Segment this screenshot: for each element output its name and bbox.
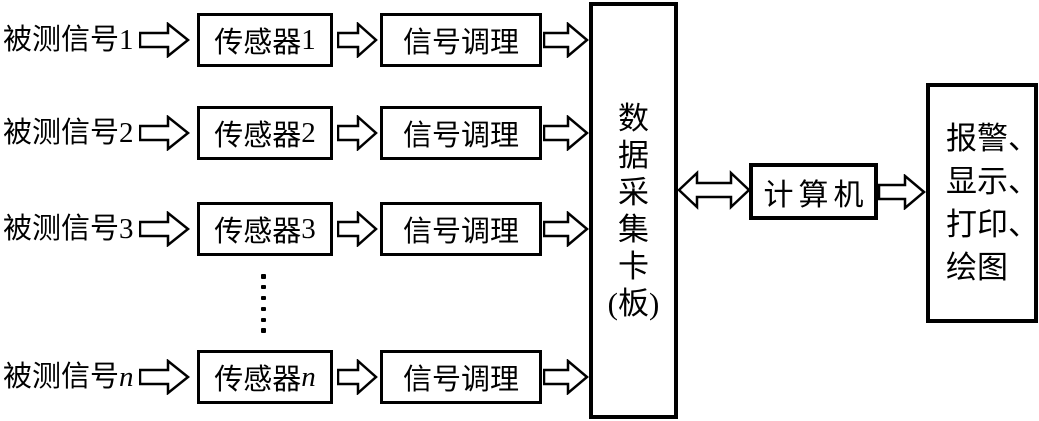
- conditioning-label: 信号调理: [402, 27, 519, 59]
- hollow-arrow-right-icon: [139, 359, 190, 395]
- output-function-line: 显示、: [946, 164, 1039, 199]
- signal-conditioning-box-1: 信号调理: [380, 13, 542, 67]
- sensor-label: 传感器: [214, 216, 302, 248]
- hollow-arrow-right-icon: [139, 211, 190, 247]
- ellipsis-dot: [261, 317, 266, 323]
- hollow-arrow-right-icon: [139, 22, 190, 58]
- signal-conditioning-box-2: 信号调理: [380, 106, 542, 160]
- daq-card-label-line: 集: [618, 211, 649, 247]
- vertical-ellipsis: [261, 274, 266, 333]
- double-arrow-icon: [677, 170, 751, 210]
- hollow-arrow-right-icon: [543, 22, 589, 58]
- input-signal-index: 2: [119, 117, 134, 149]
- signal-conditioning-box-n: 信号调理: [380, 350, 542, 404]
- daq-card-label-line: (板): [607, 285, 660, 321]
- hollow-arrow-right-icon: [543, 211, 589, 247]
- hollow-arrow-right-icon: [337, 22, 378, 58]
- sensor-index: 3: [301, 212, 316, 245]
- sensor-label: 传感器: [214, 27, 302, 59]
- input-signal-text: 被测信号: [3, 117, 120, 149]
- input-signal-label-n: 被测信号n: [3, 359, 134, 395]
- output-functions-box: 报警、 显示、 打印、 绘图: [926, 83, 1039, 323]
- hollow-arrow-right-icon: [337, 211, 378, 247]
- output-function-line: 打印、: [946, 207, 1039, 242]
- hollow-arrow-right-icon: [337, 115, 378, 151]
- input-signal-text: 被测信号: [3, 24, 120, 56]
- output-function-line: 绘图: [946, 250, 1008, 285]
- hollow-arrow-right-icon: [543, 359, 589, 395]
- ellipsis-dot: [261, 306, 266, 312]
- input-signal-label-3: 被测信号3: [3, 211, 134, 247]
- input-signal-label-1: 被测信号1: [3, 22, 134, 58]
- sensor-index: 1: [301, 23, 316, 56]
- sensor-index: n: [301, 360, 316, 393]
- conditioning-label: 信号调理: [402, 216, 519, 248]
- computer-label: 计算机: [763, 178, 869, 212]
- sensor-label: 传感器: [214, 364, 302, 396]
- sensor-index: 2: [301, 116, 316, 149]
- ellipsis-dot: [261, 295, 266, 301]
- conditioning-label: 信号调理: [402, 364, 519, 396]
- ellipsis-dot: [261, 274, 266, 279]
- daq-card-label-line: 数: [618, 100, 649, 136]
- output-function-line: 报警、: [946, 121, 1039, 156]
- daq-card-label-line: 据: [618, 137, 649, 173]
- daq-card-box: 数 据 采 集 卡 (板): [589, 2, 678, 419]
- input-signal-index: 3: [119, 213, 134, 245]
- conditioning-label: 信号调理: [402, 120, 519, 152]
- input-signal-text: 被测信号: [3, 213, 120, 245]
- input-signal-text: 被测信号: [3, 361, 120, 393]
- hollow-arrow-right-icon: [878, 174, 926, 210]
- daq-card-label-line: 采: [618, 174, 649, 210]
- input-signal-index: 1: [119, 24, 134, 56]
- signal-conditioning-box-3: 信号调理: [380, 202, 542, 256]
- daq-card-label-line: 卡: [618, 248, 649, 284]
- computer-box: 计算机: [749, 163, 878, 220]
- input-signal-label-2: 被测信号2: [3, 115, 134, 151]
- ellipsis-dot: [261, 284, 266, 290]
- hollow-arrow-right-icon: [543, 115, 589, 151]
- sensor-label: 传感器: [214, 120, 302, 152]
- hollow-arrow-right-icon: [139, 115, 190, 151]
- ellipsis-dot: [261, 328, 266, 333]
- input-signal-index: n: [119, 361, 134, 393]
- hollow-arrow-right-icon: [337, 359, 378, 395]
